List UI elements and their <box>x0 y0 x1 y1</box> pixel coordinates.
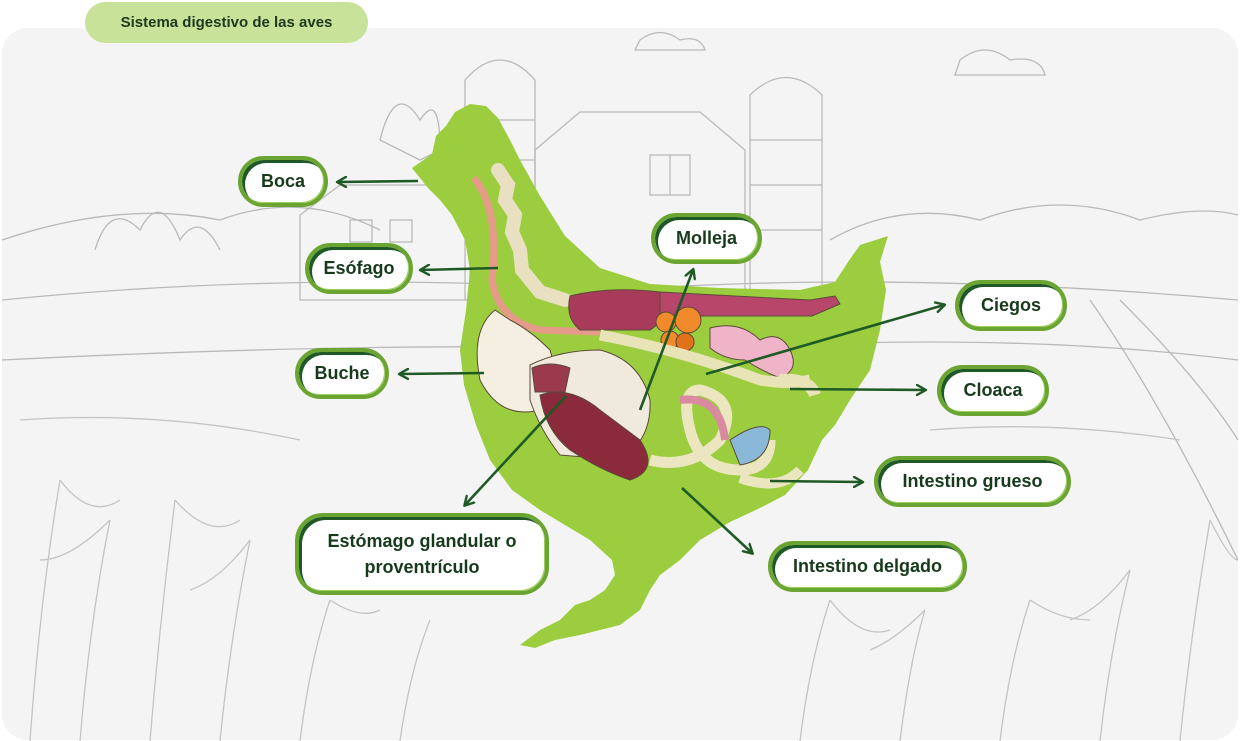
label-esofago: Esófago <box>305 243 413 294</box>
arrow-intestino-grueso <box>769 481 862 482</box>
label-molleja: Molleja <box>651 213 762 264</box>
arrow-esofago <box>421 268 499 270</box>
digestive-organs <box>471 163 841 489</box>
arrow-boca <box>338 181 419 182</box>
arrow-ciegos <box>705 305 944 376</box>
arrow-buche <box>400 373 485 374</box>
label-intestino-delgado: Intestino delgado <box>768 541 967 592</box>
diagram-title: Sistema digestivo de las aves <box>85 2 368 43</box>
label-buche: Buche <box>295 348 389 399</box>
label-boca: Boca <box>238 156 328 207</box>
label-cloaca: Cloaca <box>937 365 1049 416</box>
hen-silhouette <box>412 104 888 648</box>
arrow-molleja <box>638 270 693 411</box>
arrow-intestino-delgado <box>681 487 752 553</box>
label-intestino-grueso: Intestino grueso <box>874 456 1071 507</box>
label-ciegos: Ciegos <box>955 280 1067 331</box>
arrow-estomago-glandular <box>465 395 567 505</box>
arrow-cloaca <box>789 389 925 390</box>
arrows <box>338 181 944 553</box>
label-estomago-glandular: Estómago glandular o proventrículo <box>295 513 549 595</box>
